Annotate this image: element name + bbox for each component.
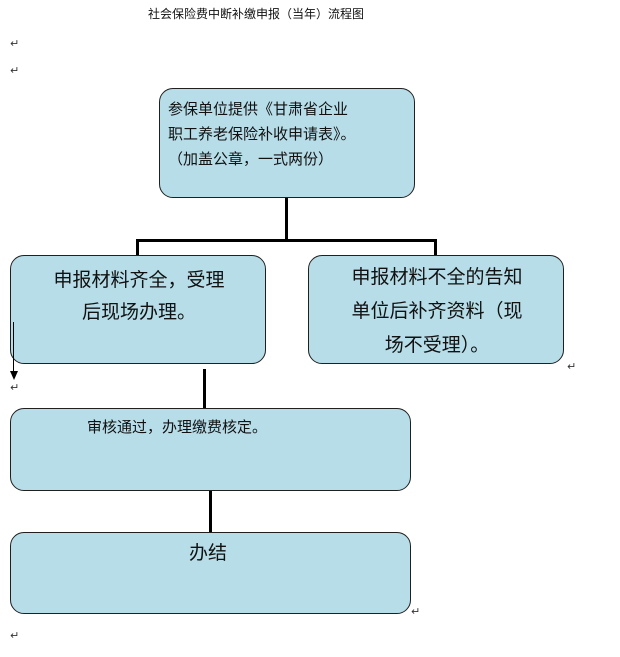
box-review-approved: 审核通过，办理缴费核定。	[10, 408, 411, 491]
paragraph-mark: ↵	[10, 37, 20, 50]
box-text-finished: 办结	[189, 542, 228, 564]
box-complete-materials: 申报材料齐全，受理 后现场办理。	[10, 255, 266, 364]
connector-to-right-box	[434, 239, 437, 255]
paragraph-mark: ↵	[10, 381, 20, 394]
connector-left-to-review	[203, 369, 206, 408]
box-text-submit-application: 参保单位提供《甘肃省企业 职工养老保险补收申请表》。 （加盖公章，一式两份）	[168, 100, 356, 168]
page-title: 社会保险费中断补缴申报（当年）流程图	[148, 7, 365, 21]
paragraph-mark: ↵	[10, 629, 20, 642]
connector-to-left-box	[136, 239, 139, 255]
connector-top-down	[285, 198, 288, 241]
box-text-complete-materials: 申报材料齐全，受理 后现场办理。	[53, 269, 225, 323]
box-text-incomplete-materials: 申报材料不全的告知 单位后补齐资料（现 场不受理）。	[351, 266, 523, 356]
box-incomplete-materials: 申报材料不全的告知 单位后补齐资料（现 场不受理）。	[308, 255, 564, 364]
connector-branch-horizontal	[136, 239, 437, 242]
paragraph-mark: ↵	[10, 64, 20, 77]
connector-review-to-finish	[209, 491, 212, 532]
paragraph-mark: ↵	[567, 360, 577, 373]
paragraph-mark: ↵	[411, 605, 421, 618]
box-submit-application: 参保单位提供《甘肃省企业 职工养老保险补收申请表》。 （加盖公章，一式两份）	[159, 88, 415, 198]
arrow-head-icon	[10, 371, 18, 380]
arrow-shaft	[13, 322, 14, 372]
box-text-review-approved: 审核通过，办理缴费核定。	[87, 418, 268, 436]
box-finished: 办结	[10, 532, 411, 614]
